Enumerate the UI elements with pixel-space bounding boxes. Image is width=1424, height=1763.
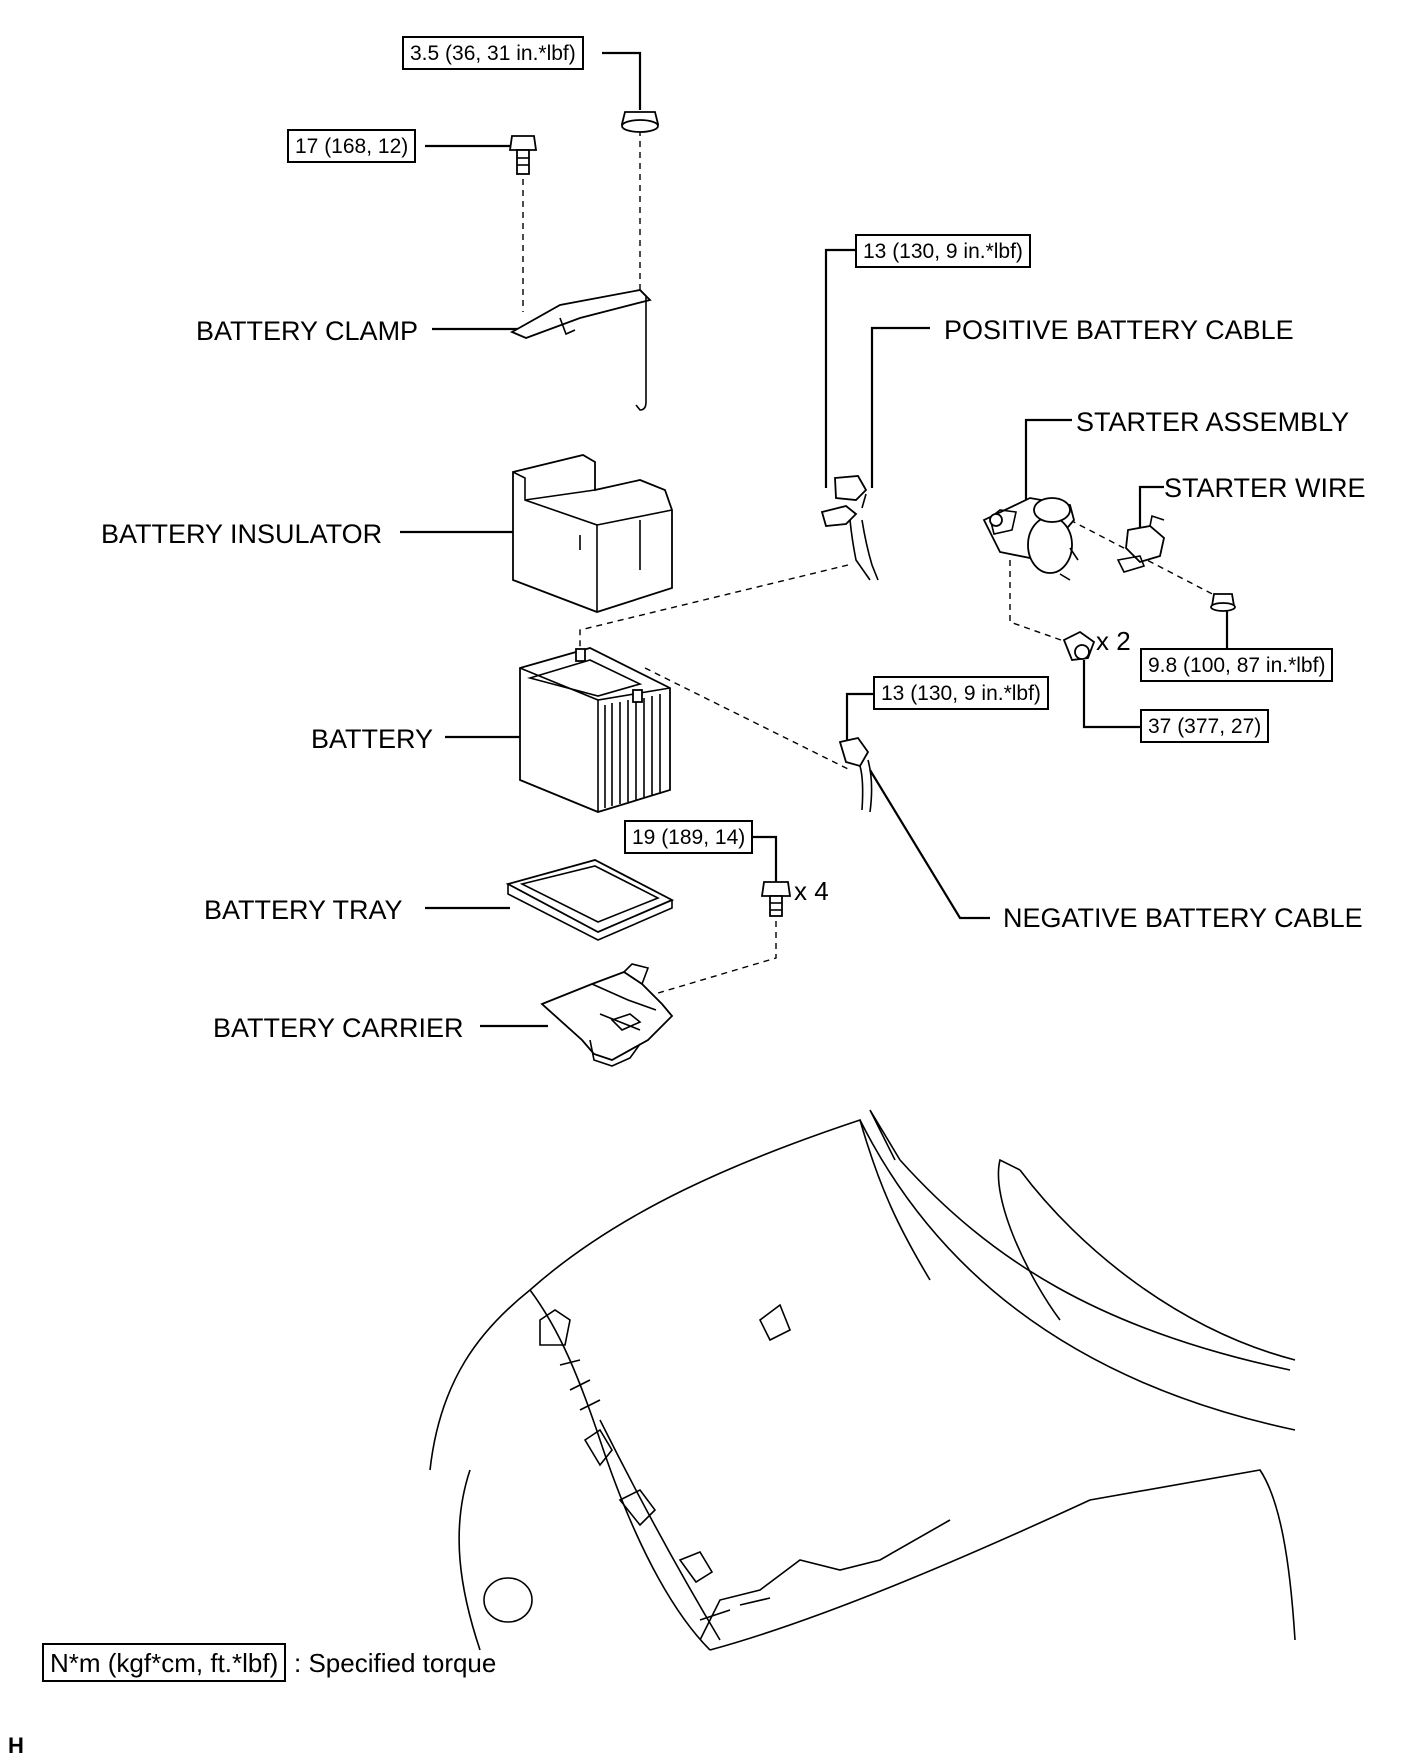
battery-shape — [519, 647, 671, 813]
battery-insulator-label: BATTERY INSULATOR — [101, 519, 383, 549]
negative-battery-cable-label: NEGATIVE BATTERY CABLE — [1003, 903, 1363, 933]
positive-battery-cable-label: POSITIVE BATTERY CABLE — [944, 315, 1294, 345]
battery-carrier-shape — [540, 963, 674, 1067]
assembly-dashed-lines — [522, 130, 1221, 997]
starter-assembly-shape — [982, 497, 1079, 581]
battery-tray-label: BATTERY TRAY — [204, 895, 403, 925]
carrier-bolt-icon — [760, 881, 792, 917]
negative-terminal-torque: 13 (130, 9 in.*lbf) — [873, 676, 1049, 710]
battery-clamp-label: BATTERY CLAMP — [196, 316, 419, 346]
starter-wire-nut-icon — [1210, 593, 1236, 612]
clamp-nut-torque: 3.5 (36, 31 in.*lbf) — [402, 36, 584, 70]
starter-bolt-quantity: x 2 — [1096, 626, 1131, 656]
starter-wire-label: STARTER WIRE — [1164, 473, 1366, 503]
carrier-bolt-quantity: x 4 — [794, 876, 829, 906]
battery-carrier-label: BATTERY CARRIER — [213, 1013, 464, 1043]
negative-cable-shape — [838, 736, 873, 813]
carrier-bolt-torque: 19 (189, 14) — [624, 820, 754, 854]
starter-wire-nut-torque: 9.8 (100, 87 in.*lbf) — [1140, 648, 1334, 682]
battery-clamp-shape — [509, 289, 652, 411]
battery-tray-shape — [505, 859, 675, 941]
positive-cable-shape — [820, 475, 879, 581]
clamp-bolt-torque: 17 (168, 12) — [287, 129, 417, 163]
clamp-bolt-icon — [508, 135, 538, 175]
starter-bolt-icon — [1062, 630, 1096, 661]
figure-id: H — [8, 1733, 24, 1758]
starter-assembly-label: STARTER ASSEMBLY — [1076, 407, 1350, 437]
torque-legend-description: : Specified torque — [294, 1648, 497, 1678]
torque-unit-legend-box: N*m (kgf*cm, ft.*lbf) — [42, 1643, 287, 1682]
vehicle-outline — [429, 1109, 1296, 1651]
clamp-nut-icon — [620, 111, 660, 133]
positive-terminal-torque: 13 (130, 9 in.*lbf) — [855, 234, 1031, 268]
starter-wire-shape — [1116, 514, 1165, 573]
starter-bolt-torque: 37 (377, 27) — [1140, 709, 1270, 743]
battery-label: BATTERY — [311, 724, 434, 754]
battery-insulator-shape — [512, 454, 673, 613]
